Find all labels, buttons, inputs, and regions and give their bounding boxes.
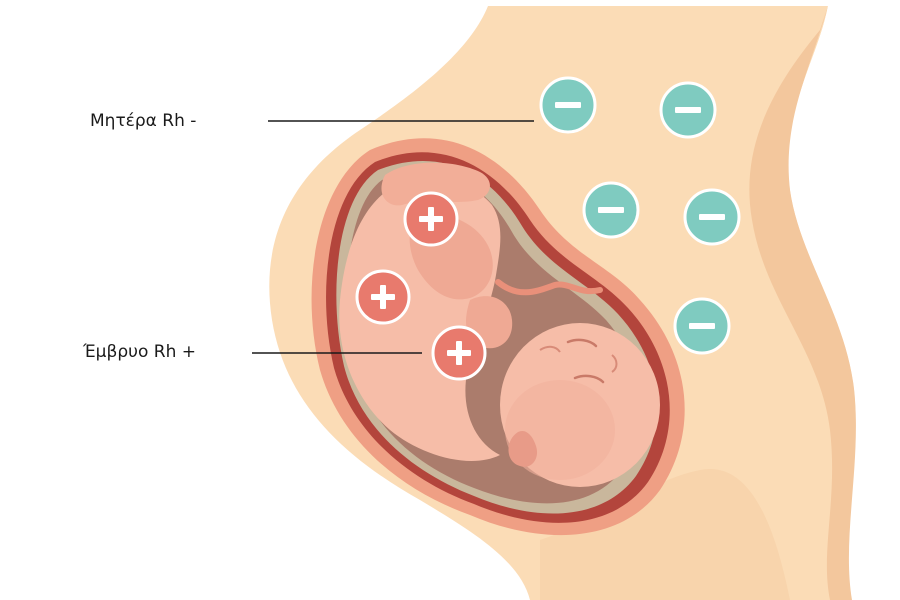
rh-positive-antigen [355, 269, 411, 325]
fetus-rh-label: Έμβρυο Rh + [83, 342, 197, 362]
fetus-legs [381, 162, 490, 206]
rh-positive-antigen [431, 325, 487, 381]
umbilical-cord [495, 279, 603, 296]
mother-side-shadow [749, 6, 856, 600]
rh-positive-antigen [403, 191, 459, 247]
rh-negative-antigen [673, 297, 731, 355]
rh-negative-antigen [683, 188, 741, 246]
fetus-ear [508, 430, 538, 467]
fetus-nose [611, 354, 618, 373]
rh-negative-antigen [659, 81, 717, 139]
fetus-eye-lower [573, 374, 605, 384]
mother-bottom-shadow [540, 468, 790, 600]
rh-negative-antigen [582, 181, 640, 239]
mother-back-shadow [788, 6, 900, 600]
fetus-eye-upper [566, 338, 598, 348]
fetus-mouth [539, 345, 561, 353]
mother-rh-label: Μητέρα Rh - [90, 111, 197, 131]
rh-negative-antigen [539, 76, 597, 134]
